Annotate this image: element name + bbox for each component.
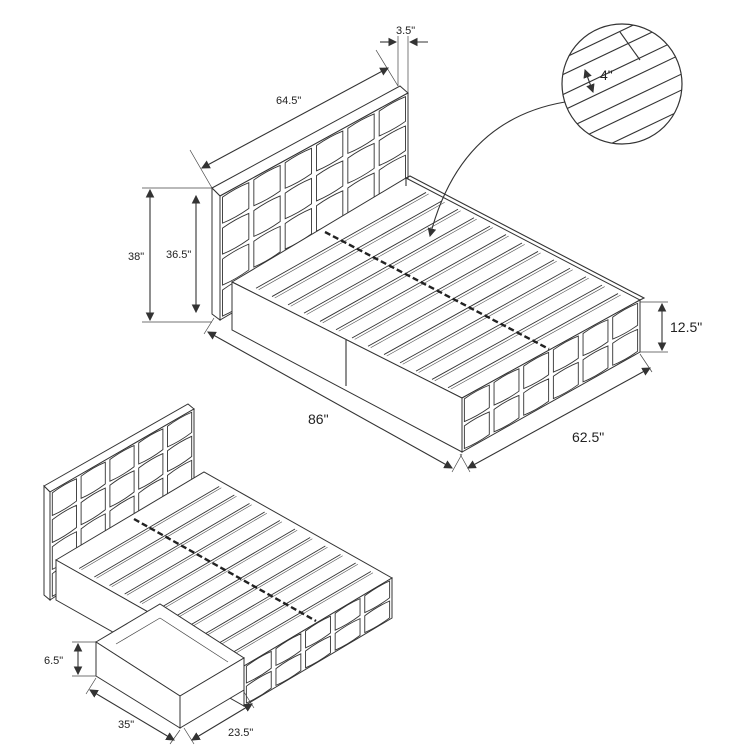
slat [94, 494, 235, 578]
slat-detail-zoom: 4" [427, 23, 683, 238]
tuft-cushion [275, 633, 302, 667]
tuft-cushion [334, 617, 361, 651]
tuft-cushion [284, 177, 312, 220]
tuft-cushion [245, 670, 272, 704]
tuft-cushion [364, 600, 391, 634]
tuft-cushion [253, 225, 281, 268]
slat-edge [172, 538, 313, 621]
tuft-cushion [253, 164, 281, 207]
slat [124, 511, 265, 595]
top-bed-drawing [211, 85, 646, 453]
slat-edge [157, 529, 298, 613]
length-label: 86" [308, 411, 329, 427]
tuft-cushion [167, 435, 193, 473]
tuft-cushion [275, 653, 302, 687]
tuft-cushion [316, 160, 344, 202]
tuft-cushion [612, 328, 639, 366]
tuft-cushion [51, 478, 77, 517]
headboard-depth-label: 3.5" [396, 25, 415, 37]
slat-edge [141, 521, 283, 604]
width-label: 62.5" [572, 429, 604, 445]
drawer-length-label: 35" [118, 719, 134, 731]
total-height-label: 38" [128, 251, 144, 263]
tuft-cushion [364, 580, 391, 614]
tuft-cushion [222, 182, 250, 224]
tuft-cushion [80, 461, 106, 499]
slat [109, 503, 250, 586]
tuft-cushion [253, 195, 281, 238]
tuft-cushion [138, 428, 164, 465]
drawer-height-label: 6.5" [44, 655, 63, 667]
slat [78, 486, 220, 569]
center-rail [324, 230, 550, 351]
tuft-cushion [222, 243, 250, 286]
tuft-cushion [138, 452, 164, 490]
tuft-cushion [80, 487, 106, 526]
tuft-cushion [334, 597, 361, 631]
tuft-cushion [582, 319, 609, 357]
tuft-cushion [245, 650, 272, 684]
slat-width-label: 4" [600, 67, 613, 83]
tuft-cushion [167, 411, 193, 448]
tuft-cushion [222, 212, 250, 255]
center-rail [133, 517, 317, 623]
bottom-bed-drawing: 6.5" 35" 23.5" [43, 403, 393, 745]
tuft-cushion [51, 504, 77, 544]
side-height-label: 12.5" [670, 319, 702, 335]
top-dimension-lines: 3.5" 64.5" 38" 36.5" 12.5" 86" 62.5" [128, 25, 702, 473]
tuft-cushion [305, 615, 331, 649]
tuft-cushion [612, 302, 639, 340]
headboard-width-label: 64.5" [276, 95, 301, 107]
drawer-depth-label: 23.5" [228, 727, 253, 739]
tuft-cushion [305, 635, 331, 669]
tuft-cushion [109, 444, 135, 482]
tuft-cushion [109, 470, 135, 508]
headboard-height-label: 36.5" [166, 249, 191, 261]
slat-edge [187, 546, 328, 630]
